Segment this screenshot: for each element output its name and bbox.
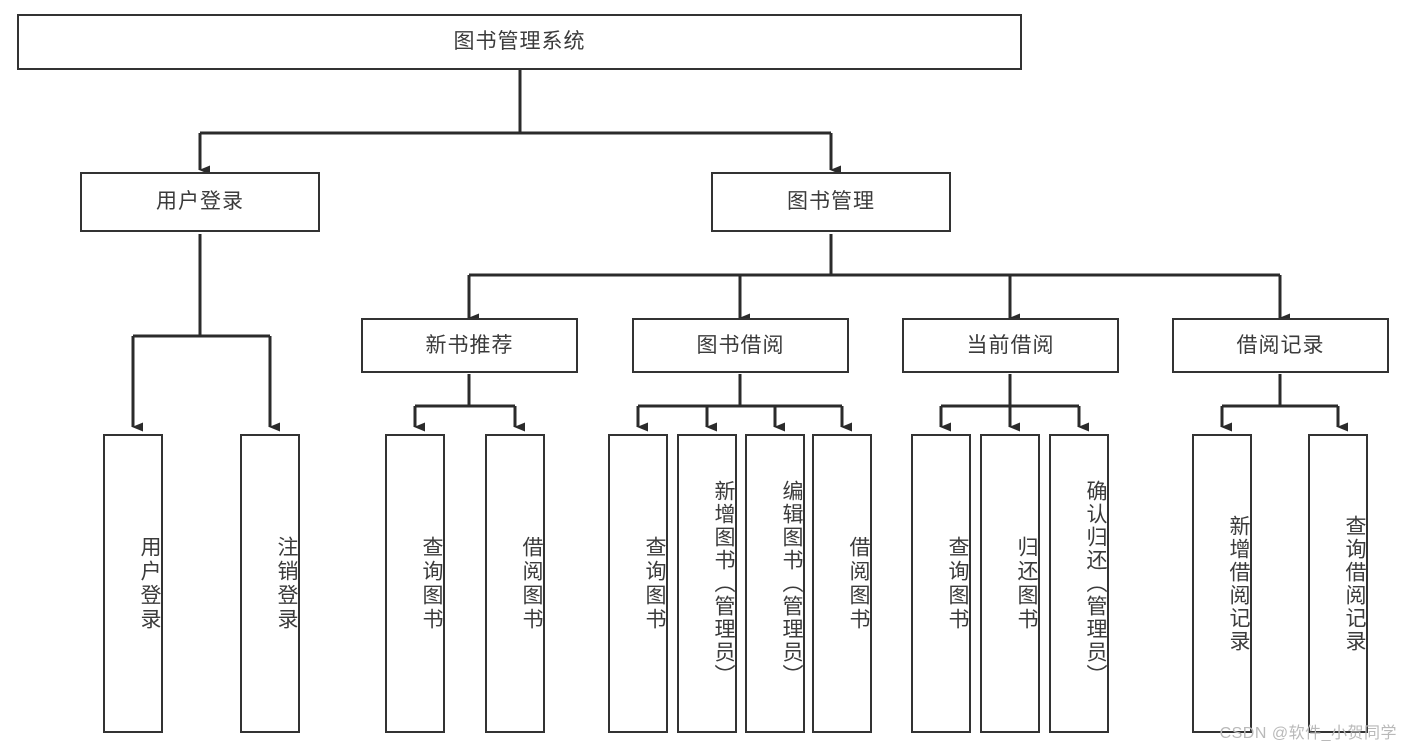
node-label: 归还图书	[1015, 535, 1038, 632]
watermark-text: CSDN @软件_小贺同学	[1219, 725, 1397, 742]
node-label: 借阅图书	[520, 535, 543, 632]
leaf-logout[interactable]: 注销登录	[240, 434, 300, 733]
node-label: 查询图书	[946, 535, 969, 632]
node-new-book-recommend[interactable]: 新书推荐	[361, 318, 578, 373]
leaf-add-borrow-record[interactable]: 新增借阅记录	[1192, 434, 1252, 733]
leaf-query-book-recommend[interactable]: 查询图书	[385, 434, 445, 733]
leaf-user-login[interactable]: 用户登录	[103, 434, 163, 733]
node-label: 查询图书	[643, 535, 666, 632]
node-label: 查询图书	[420, 535, 443, 632]
node-label: 用户登录	[138, 535, 161, 632]
node-label: 确认归还（管理员）	[1084, 480, 1107, 687]
leaf-query-book-current[interactable]: 查询图书	[911, 434, 971, 733]
node-label: 当前借阅	[966, 333, 1055, 357]
leaf-borrow-book-recommend[interactable]: 借阅图书	[485, 434, 545, 733]
node-label: 查询借阅记录	[1343, 514, 1366, 653]
node-label: 图书管理系统	[453, 30, 586, 54]
leaf-query-borrow-record[interactable]: 查询借阅记录	[1308, 434, 1368, 733]
node-label: 新书推荐	[425, 333, 514, 357]
node-label: 图书管理	[787, 190, 875, 214]
node-root-library-management-system[interactable]: 图书管理系统	[17, 14, 1022, 70]
node-label: 编辑图书（管理员）	[780, 480, 803, 687]
leaf-add-book-admin[interactable]: 新增图书（管理员）	[677, 434, 737, 733]
leaf-return-book[interactable]: 归还图书	[980, 434, 1040, 733]
leaf-edit-book-admin[interactable]: 编辑图书（管理员）	[745, 434, 805, 733]
node-label: 新增借阅记录	[1227, 514, 1250, 653]
node-book-borrow[interactable]: 图书借阅	[632, 318, 849, 373]
node-borrow-record[interactable]: 借阅记录	[1172, 318, 1389, 373]
node-book-management[interactable]: 图书管理	[711, 172, 951, 232]
leaf-confirm-return-admin[interactable]: 确认归还（管理员）	[1049, 434, 1109, 733]
node-current-borrow[interactable]: 当前借阅	[902, 318, 1119, 373]
leaf-query-book-borrow[interactable]: 查询图书	[608, 434, 668, 733]
node-label: 新增图书（管理员）	[712, 480, 735, 687]
node-label: 用户登录	[156, 190, 244, 214]
node-user-login[interactable]: 用户登录	[80, 172, 320, 232]
node-label: 图书借阅	[696, 333, 785, 357]
node-label: 借阅记录	[1236, 333, 1325, 357]
node-label: 注销登录	[275, 535, 298, 632]
leaf-borrow-book[interactable]: 借阅图书	[812, 434, 872, 733]
node-label: 借阅图书	[847, 535, 870, 632]
